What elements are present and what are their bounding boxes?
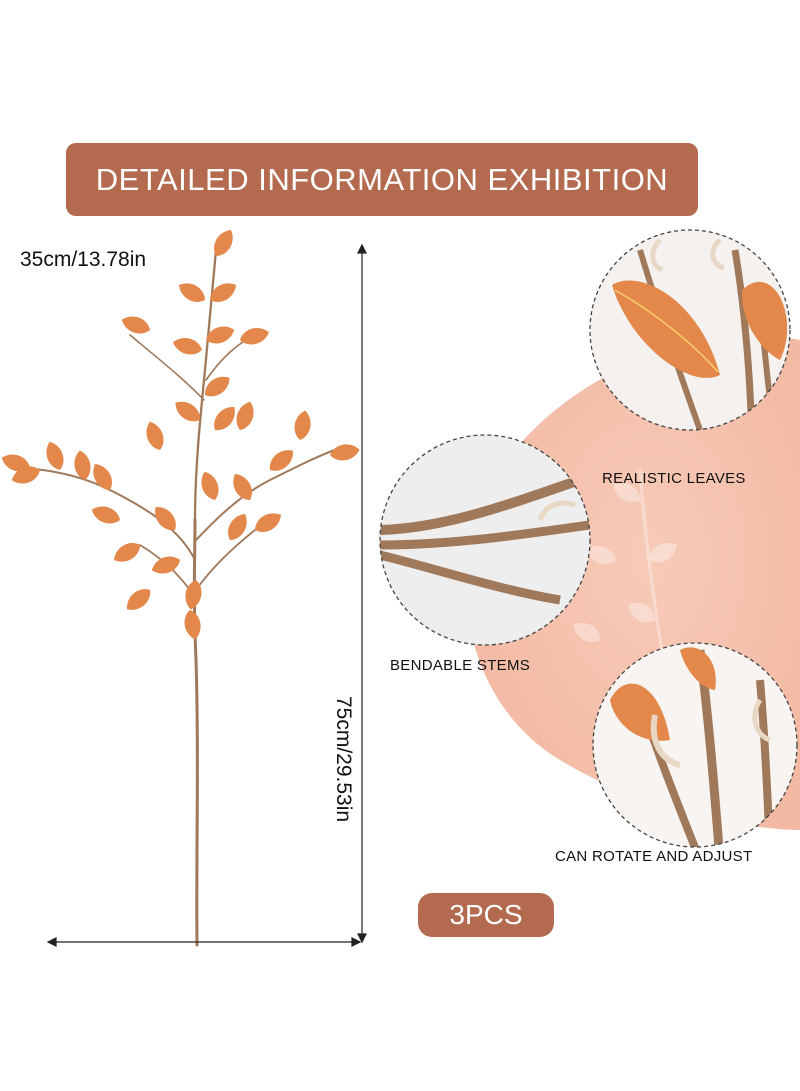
- height-dimension-label: 75cm/29.53in: [332, 696, 355, 823]
- page-title: DETAILED INFORMATION EXHIBITION: [95, 161, 669, 197]
- feature-label-rotate-adjust: CAN ROTATE AND ADJUST: [555, 848, 753, 865]
- header-banner: DETAILED INFORMATION EXHIBITION: [66, 143, 698, 216]
- width-dimension-label: 35cm/13.78in: [20, 248, 147, 271]
- quantity-label: 3PCS: [449, 899, 523, 930]
- detail-circle-rotate-adjust: [592, 642, 798, 848]
- product-branch: [24, 248, 341, 947]
- feature-label-realistic-leaves: REALISTIC LEAVES: [602, 470, 746, 487]
- quantity-badge: 3PCS: [418, 893, 554, 937]
- detail-circle-bendable-stems: [379, 434, 591, 646]
- feature-label-bendable-stems: BENDABLE STEMS: [390, 657, 531, 674]
- height-dimension-arrow: [357, 243, 367, 944]
- width-dimension-arrow: [46, 937, 362, 947]
- detail-circle-realistic-leaves: [589, 229, 791, 431]
